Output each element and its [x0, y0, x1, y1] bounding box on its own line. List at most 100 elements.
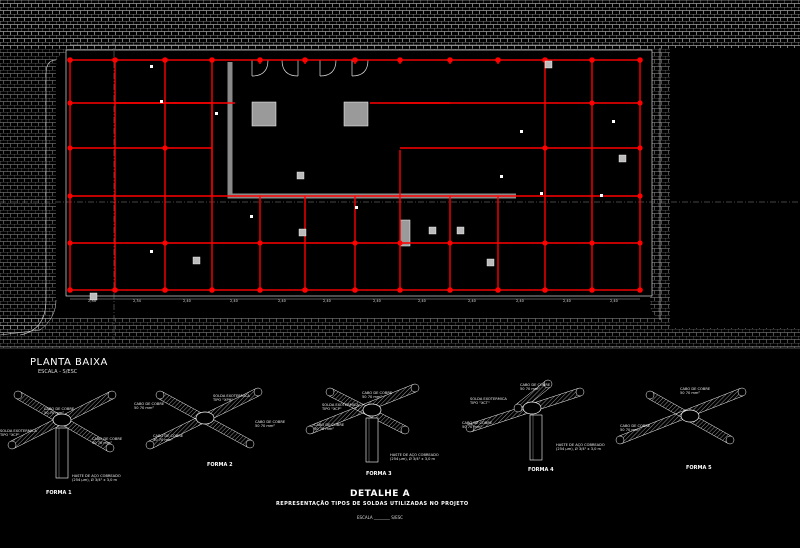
mesh-node [257, 240, 263, 246]
mesh-node [302, 57, 308, 63]
f1-note-d: HASTE DE AÇO COBREADO(254 µm), Ø 3/4" x … [72, 474, 121, 482]
detail-subtitle: REPRESENTAÇÃO TIPOS DE SOLDAS UTILIZADAS… [276, 501, 469, 507]
mesh-node [67, 100, 73, 106]
mesh-node [447, 240, 453, 246]
mesh-nodes [67, 57, 643, 293]
mesh-node [397, 240, 403, 246]
inspection-box [618, 154, 627, 163]
inspection-box [192, 256, 201, 265]
dimension-label: 2,40 [516, 299, 524, 303]
mesh-node [302, 287, 308, 293]
cable-end [543, 379, 553, 389]
cable-end [410, 383, 420, 393]
fixture-dot [612, 120, 615, 123]
inspection-boxes [89, 60, 627, 301]
mesh-node [589, 57, 595, 63]
ground-rod [365, 417, 379, 463]
mesh-node [637, 145, 643, 151]
dimension-label: 2,40 [418, 299, 426, 303]
fixture-dot [355, 206, 358, 209]
mesh-node [397, 57, 403, 63]
cable-end [7, 440, 17, 450]
fixture-dot [600, 194, 603, 197]
detail-scale: ESCALA ________ S/ESC [357, 515, 403, 520]
mesh-node [67, 193, 73, 199]
mesh-node [542, 240, 548, 246]
cable-end [645, 390, 655, 400]
fixtures [251, 101, 411, 247]
mesh-node [112, 57, 118, 63]
inspection-box [486, 258, 495, 267]
dimension-label: 2,40 [610, 299, 618, 303]
cable-end [513, 403, 523, 413]
dimension-label: 2,40 [278, 299, 286, 303]
inspection-box [89, 292, 98, 301]
fixture-dot [150, 250, 153, 253]
plan-title: PLANTA BAIXA [30, 357, 108, 368]
inspection-box [298, 228, 307, 237]
mesh-node [67, 57, 73, 63]
fixture-dot [540, 192, 543, 195]
mesh-node [67, 145, 73, 151]
mesh-node [352, 287, 358, 293]
fixture-dot [500, 175, 503, 178]
dimension-label: 2,34 [88, 299, 96, 303]
forma-1-label: FORMA 1 [46, 490, 72, 496]
mesh-node [209, 287, 215, 293]
mesh-node [162, 240, 168, 246]
mesh-node [637, 287, 643, 293]
mesh-node [162, 57, 168, 63]
dimension-label: 2,40 [563, 299, 571, 303]
mesh-node [67, 240, 73, 246]
mesh-node [112, 287, 118, 293]
cable-end [400, 425, 410, 435]
copper-cable [513, 379, 553, 413]
inspection-box [544, 60, 553, 69]
forma-3-label: FORMA 3 [366, 471, 392, 477]
inspection-box [296, 171, 305, 180]
mesh-node [397, 287, 403, 293]
cable-end [615, 435, 625, 445]
mesh-node [637, 240, 643, 246]
f4-note-d: HASTE DE AÇO COBREADO(254 µm), Ø 3/4" x … [556, 443, 605, 451]
inspection-box [456, 226, 465, 235]
cable-end [253, 387, 263, 397]
cable-end [725, 435, 735, 445]
fixture-dot [250, 215, 253, 218]
ground-rod [529, 414, 543, 461]
plan-scale: ESCALA - S/ESC [38, 369, 78, 375]
forma-4-label: FORMA 4 [528, 467, 554, 473]
weld-joint [362, 403, 382, 417]
cable-end [575, 387, 585, 397]
cable-end [155, 390, 165, 400]
dimension-label: 2,40 [468, 299, 476, 303]
mesh-node [589, 240, 595, 246]
f3-note-d: HASTE DE AÇO COBREADO(254 µm), Ø 3/4" x … [390, 453, 439, 461]
fixture-dot [215, 112, 218, 115]
weld-joint [522, 401, 542, 415]
weld-joint [52, 413, 72, 427]
mesh-node [637, 100, 643, 106]
mesh-node [495, 57, 501, 63]
cable-end [145, 440, 155, 450]
building-outline [65, 49, 653, 297]
mesh-node [257, 57, 263, 63]
mesh-node [257, 287, 263, 293]
mesh-node [447, 57, 453, 63]
mesh-node [542, 145, 548, 151]
mesh-node [589, 287, 595, 293]
mesh-node [447, 287, 453, 293]
mesh-node [162, 287, 168, 293]
